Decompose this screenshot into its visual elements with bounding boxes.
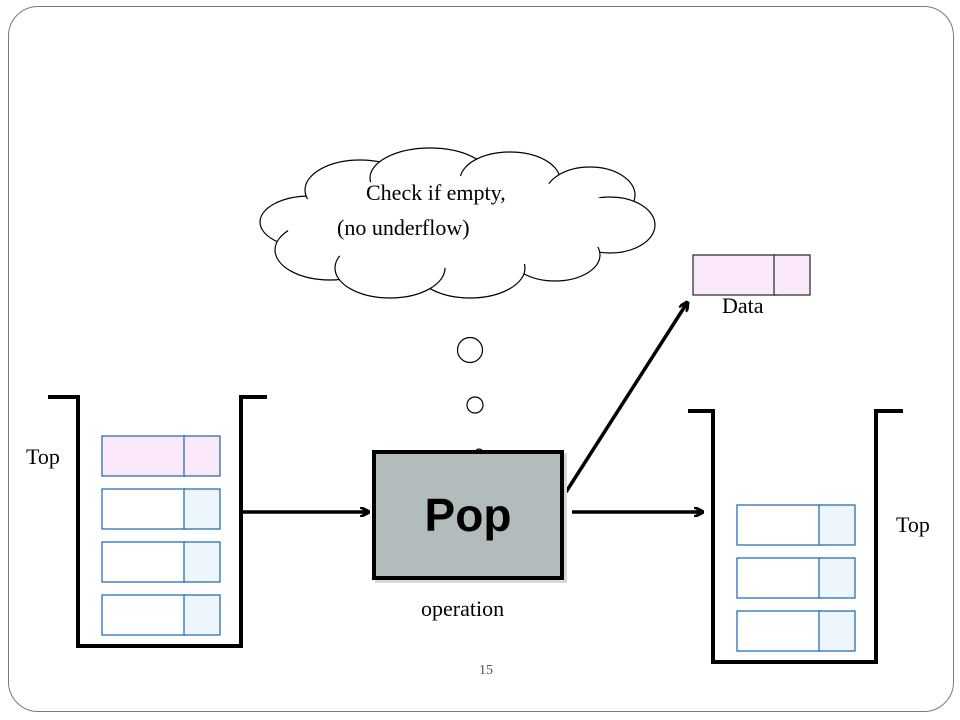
thought-bubble-large [456,336,484,364]
stack-before-top-cell [101,435,187,477]
stack-after-top-label: Top [896,512,930,537]
arrow-to-data [564,303,687,493]
slide-frame [8,6,954,712]
cloud-text-line1: Check if empty, [366,180,506,205]
pop-operation-box: Pop [372,450,564,580]
stack-before-cells [101,435,221,636]
cloud-text-line2: (no underflow) [337,215,470,240]
stack-after-top-cell [736,504,822,546]
page-number: 15 [479,663,493,678]
stack-after-cell [736,557,822,599]
stack-after-container [688,409,903,664]
stack-before-cell [101,488,187,530]
thought-bubble-medium [466,396,484,414]
stack-after-cells [736,504,856,652]
stack-after-cell [736,610,822,652]
popped-data-label: Data [722,293,764,318]
thought-cloud [259,147,656,299]
stack-before-cell [101,594,187,636]
stack-before-top-label: Top [26,444,60,469]
popped-data-item [692,254,811,296]
stack-before-container [48,395,267,648]
pop-operation-title: Pop [424,489,512,541]
operation-caption: operation [421,596,505,621]
stack-before-cell [101,541,187,583]
